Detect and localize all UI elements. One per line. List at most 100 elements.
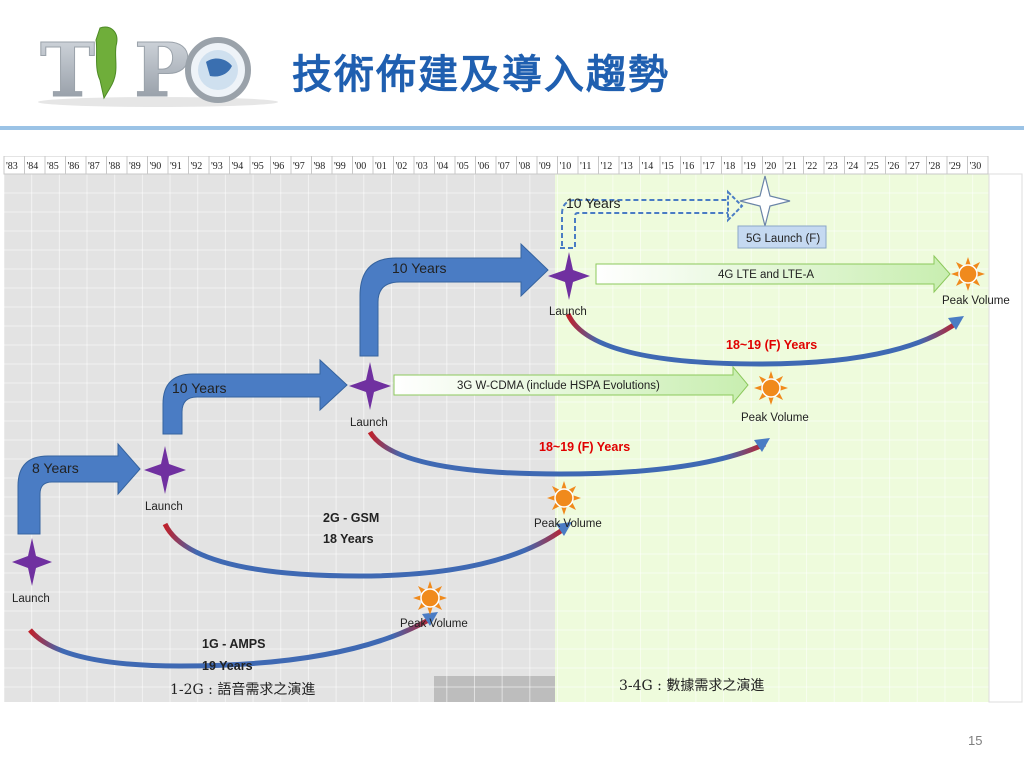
data-era-region: [555, 174, 989, 702]
year-tick: '98: [314, 161, 326, 172]
peak-label-4g: Peak Volume: [942, 295, 1010, 307]
year-tick: '04: [437, 161, 449, 172]
gen-1g-years: 19 Years: [202, 659, 253, 673]
cycle-label-4g: 18~19 (F) Years: [726, 338, 817, 352]
year-tick: '28: [929, 161, 941, 172]
curve-2g: [162, 522, 567, 579]
year-tick: '07: [498, 161, 510, 172]
year-tick: '95: [252, 161, 264, 172]
band-4g-lte: [595, 254, 951, 294]
year-tick: '00: [355, 161, 367, 172]
year-tick: '90: [150, 161, 162, 172]
year-tick: '93: [211, 161, 223, 172]
launch-label-3g: Launch: [350, 417, 388, 429]
sun-icon: [547, 481, 581, 515]
cycle-label-3g: 18~19 (F) Years: [539, 440, 630, 454]
band-3g-wcdma: [393, 365, 749, 405]
year-tick: '20: [765, 161, 777, 172]
sun-icon: [754, 371, 788, 405]
data-era-label: 3-4G : 數據需求之演進: [619, 678, 764, 694]
peak-label-2g: Peak Volume: [534, 518, 602, 530]
year-tick: '24: [847, 161, 859, 172]
launch-5g-box: [737, 225, 827, 249]
step-arrow-2g-3g: [162, 358, 348, 435]
year-tick: '89: [129, 161, 141, 172]
year-tick: '88: [109, 161, 121, 172]
year-tick: '17: [703, 161, 715, 172]
year-tick: '11: [580, 161, 591, 172]
band-4g-label: 4G LTE and LTE-A: [718, 269, 814, 281]
year-tick: '27: [908, 161, 920, 172]
year-tick: '87: [88, 161, 100, 172]
launch-5g-label: 5G Launch (F): [746, 233, 820, 245]
year-tick: '18: [724, 161, 736, 172]
year-tick: '08: [519, 161, 531, 172]
gen-2g-years: 18 Years: [323, 532, 374, 546]
year-tick: '21: [785, 161, 797, 172]
year-tick: '09: [539, 161, 551, 172]
peak-label-1g: Peak Volume: [400, 618, 468, 630]
gap-label-2g-3g: 10 Years: [172, 380, 227, 396]
tipo-logo: T P: [38, 26, 278, 110]
star-icon: [349, 362, 391, 410]
year-tick: '91: [170, 161, 182, 172]
band-3g-label: 3G W-CDMA (include HSPA Evolutions): [457, 380, 660, 392]
year-tick: '97: [293, 161, 305, 172]
launch-label-1g: Launch: [12, 593, 50, 605]
year-tick: '84: [27, 161, 39, 172]
year-tick: '85: [47, 161, 59, 172]
year-tick: '99: [334, 161, 346, 172]
title-divider: [0, 126, 1024, 130]
generation-step-arrows: [17, 242, 549, 535]
voice-era-shadow: [434, 676, 555, 702]
year-tick: '30: [970, 161, 982, 172]
step-arrow-1g-2g: [17, 442, 141, 535]
year-tick: '10: [560, 161, 572, 172]
dashed-arrow-5g: [561, 199, 728, 246]
logo-lettering: T: [40, 28, 95, 110]
year-tick: '96: [273, 161, 285, 172]
year-tick: '02: [396, 161, 408, 172]
launch-label-4g: Launch: [549, 306, 587, 318]
launch-label-2g: Launch: [145, 501, 183, 513]
gap-label-5g: 10 Years: [566, 195, 621, 211]
year-tick: '14: [642, 161, 654, 172]
gen-2g-name: 2G - GSM: [323, 511, 379, 525]
year-tick: '86: [68, 161, 80, 172]
gen-1g-name: 1G - AMPS: [202, 637, 265, 651]
peak-label-3g: Peak Volume: [741, 412, 809, 424]
year-tick: '06: [478, 161, 490, 172]
year-tick: '22: [806, 161, 818, 172]
year-tick: '13: [621, 161, 633, 172]
lifecycle-curves: [28, 312, 960, 669]
sun-icon: [413, 581, 447, 615]
gap-label-3g-4g: 10 Years: [392, 260, 447, 276]
year-tick: '94: [232, 161, 244, 172]
year-tick: '03: [416, 161, 428, 172]
star-icon: [144, 446, 186, 494]
star-icon: [12, 538, 52, 586]
gap-label-1g-2g: 8 Years: [32, 460, 79, 476]
curve-3g: [367, 430, 767, 477]
year-tick: '12: [601, 161, 613, 172]
curve-1g: [28, 615, 434, 669]
year-tick: '26: [888, 161, 900, 172]
year-tick: '92: [191, 161, 203, 172]
launch-stars: [12, 252, 590, 586]
curve-arrowheads: [422, 316, 964, 626]
star-icon: [548, 252, 590, 300]
technology-timeline-diagram: '83 '84 '85 '86 '87 '88 '89 '90 '91 '92 '93 '94 '95 '…: [3, 156, 1023, 703]
year-tick: '29: [949, 161, 961, 172]
voice-era-label: 1-2G : 語音需求之演進: [170, 681, 315, 698]
year-axis: '83 '84 '85 '86 '87 '88 '89 '90 '91 '92 '93 '94 '95 '…: [3, 156, 989, 175]
year-tick: '01: [375, 161, 387, 172]
svg-text:P: P: [134, 28, 190, 110]
year-tick: '16: [683, 161, 695, 172]
year-tick: '05: [457, 161, 469, 172]
step-arrow-3g-4g: [359, 242, 549, 357]
sun-icon: [951, 257, 985, 291]
year-tick: '83: [6, 161, 18, 172]
year-tick: '25: [867, 161, 879, 172]
curve-4g: [565, 312, 960, 367]
year-tick: '23: [826, 161, 838, 172]
